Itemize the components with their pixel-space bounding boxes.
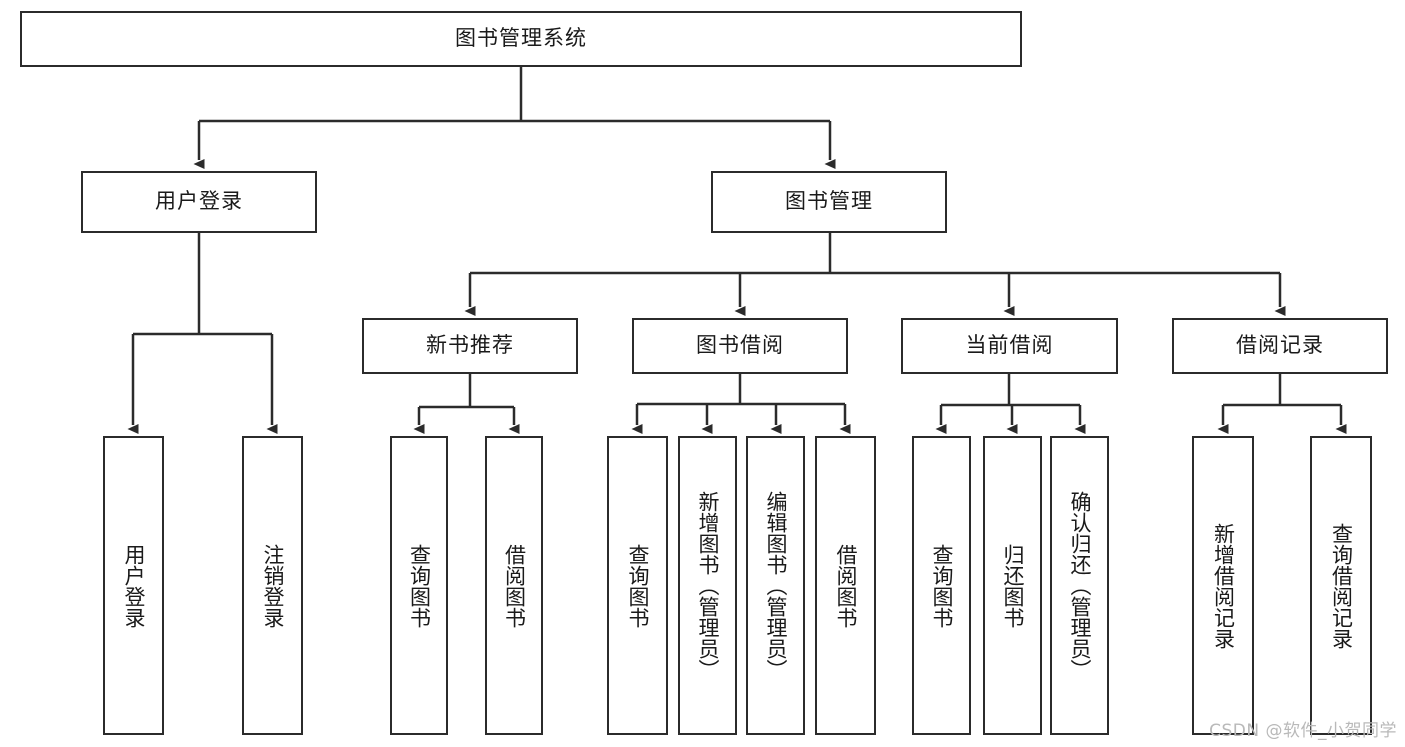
leaf-edit-book-admin-label: 编辑图书（管理员） <box>763 491 788 680</box>
node-book-borrow[interactable]: 图书借阅 <box>632 318 848 374</box>
leaf-query-book-current[interactable]: 查询图书 <box>912 436 971 735</box>
node-new-book-recommend-label: 新书推荐 <box>426 333 514 358</box>
leaf-borrow-book-rec[interactable]: 借阅图书 <box>485 436 543 735</box>
node-book-manage[interactable]: 图书管理 <box>711 171 947 233</box>
node-current-borrow[interactable]: 当前借阅 <box>901 318 1118 374</box>
node-user-login[interactable]: 用户登录 <box>81 171 317 233</box>
leaf-edit-book-admin[interactable]: 编辑图书（管理员） <box>746 436 805 735</box>
leaf-confirm-return-admin[interactable]: 确认归还（管理员） <box>1050 436 1109 735</box>
watermark: CSDN @软件_小贺同学 <box>1209 721 1397 741</box>
leaf-add-book-admin-label: 新增图书（管理员） <box>695 491 720 680</box>
leaf-borrow-book-label: 借阅图书 <box>833 543 858 628</box>
leaf-user-login[interactable]: 用户登录 <box>103 436 164 735</box>
leaf-query-borrow-record[interactable]: 查询借阅记录 <box>1310 436 1372 735</box>
node-new-book-recommend[interactable]: 新书推荐 <box>362 318 578 374</box>
leaf-query-book-current-label: 查询图书 <box>929 543 954 628</box>
leaf-return-book-label: 归还图书 <box>1000 543 1025 628</box>
leaf-query-book-rec-label: 查询图书 <box>407 543 432 628</box>
leaf-return-book[interactable]: 归还图书 <box>983 436 1042 735</box>
node-current-borrow-label: 当前借阅 <box>965 333 1054 358</box>
leaf-query-book-borrow[interactable]: 查询图书 <box>607 436 668 735</box>
leaf-query-book-rec[interactable]: 查询图书 <box>390 436 448 735</box>
leaf-user-logout[interactable]: 注销登录 <box>242 436 303 735</box>
leaf-user-login-label: 用户登录 <box>121 543 146 628</box>
leaf-borrow-book-rec-label: 借阅图书 <box>502 543 527 628</box>
node-borrow-record-label: 借阅记录 <box>1236 333 1324 358</box>
leaf-add-book-admin[interactable]: 新增图书（管理员） <box>678 436 737 735</box>
leaf-borrow-book[interactable]: 借阅图书 <box>815 436 876 735</box>
leaf-query-book-borrow-label: 查询图书 <box>625 543 650 628</box>
leaf-confirm-return-admin-label: 确认归还（管理员） <box>1067 491 1092 680</box>
node-user-login-label: 用户登录 <box>155 189 243 214</box>
leaf-query-borrow-record-label: 查询借阅记录 <box>1329 522 1354 649</box>
node-book-manage-label: 图书管理 <box>785 189 873 214</box>
leaf-add-borrow-record-label: 新增借阅记录 <box>1211 522 1236 649</box>
node-root[interactable]: 图书管理系统 <box>20 11 1022 67</box>
node-root-label: 图书管理系统 <box>455 26 587 51</box>
node-borrow-record[interactable]: 借阅记录 <box>1172 318 1388 374</box>
leaf-user-logout-label: 注销登录 <box>260 543 285 628</box>
leaf-add-borrow-record[interactable]: 新增借阅记录 <box>1192 436 1254 735</box>
node-book-borrow-label: 图书借阅 <box>696 333 784 358</box>
